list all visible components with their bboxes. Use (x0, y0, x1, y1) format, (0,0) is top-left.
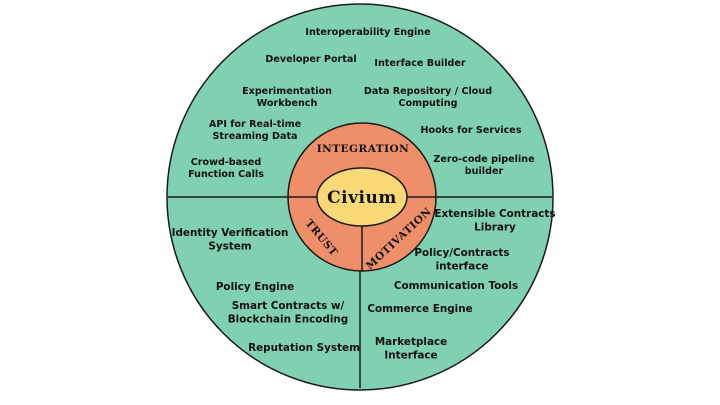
trust-item-line: Blockchain Encoding (228, 314, 348, 326)
integration-item-line: Developer Portal (265, 54, 356, 65)
integration-item-line: Experimentation (242, 86, 332, 97)
trust-item-line: Smart Contracts w/ (232, 300, 345, 312)
motivation-item: Communication Tools (394, 280, 518, 292)
ring-label-integration: INTEGRATION (317, 143, 410, 155)
core-title: Civium (327, 188, 397, 208)
integration-item-line: Data Repository / Cloud (364, 86, 492, 97)
integration-item-line: Crowd-based (191, 157, 262, 168)
trust-item-line: Identity Verification (172, 227, 289, 239)
integration-item: Interoperability Engine (305, 27, 431, 38)
core-ellipse (316, 167, 408, 227)
integration-item-line: Hooks for Services (420, 125, 521, 136)
integration-item-line: Function Calls (188, 169, 264, 180)
motivation-item-line: Commerce Engine (367, 303, 472, 315)
motivation-item-line: Communication Tools (394, 280, 518, 292)
integration-item-line: builder (465, 166, 504, 177)
trust-item-line: System (208, 241, 251, 253)
motivation-item-line: Interface (384, 350, 437, 362)
integration-item-line: Interoperability Engine (305, 27, 431, 38)
integration-item-line: Workbench (257, 98, 318, 109)
motivation-item-line: Policy/Contracts (414, 247, 509, 259)
integration-item-line: Interface Builder (374, 58, 465, 69)
motivation-item-line: Library (474, 222, 516, 234)
trust-item-line: Policy Engine (216, 281, 294, 293)
motivation-item: Commerce Engine (367, 303, 472, 315)
integration-item-line: Zero-code pipeline (433, 154, 535, 165)
integration-item-line: Computing (399, 98, 458, 109)
motivation-item: Policy/Contracts interface (414, 247, 509, 273)
integration-item: Hooks for Services (420, 125, 521, 136)
trust-item: Smart Contracts w/Blockchain Encoding (228, 300, 348, 326)
integration-item: Interface Builder (374, 58, 465, 69)
integration-item-line: API for Real-time (209, 119, 302, 130)
motivation-item-line: Marketplace (375, 336, 447, 348)
trust-item: Reputation System (248, 342, 360, 354)
motivation-item-line: interface (436, 261, 489, 273)
trust-item: Policy Engine (216, 281, 294, 293)
integration-item-line: Streaming Data (212, 131, 297, 142)
trust-item-line: Reputation System (248, 342, 360, 354)
integration-item: Developer Portal (265, 54, 356, 65)
motivation-item-line: Extensible Contracts (434, 208, 555, 220)
